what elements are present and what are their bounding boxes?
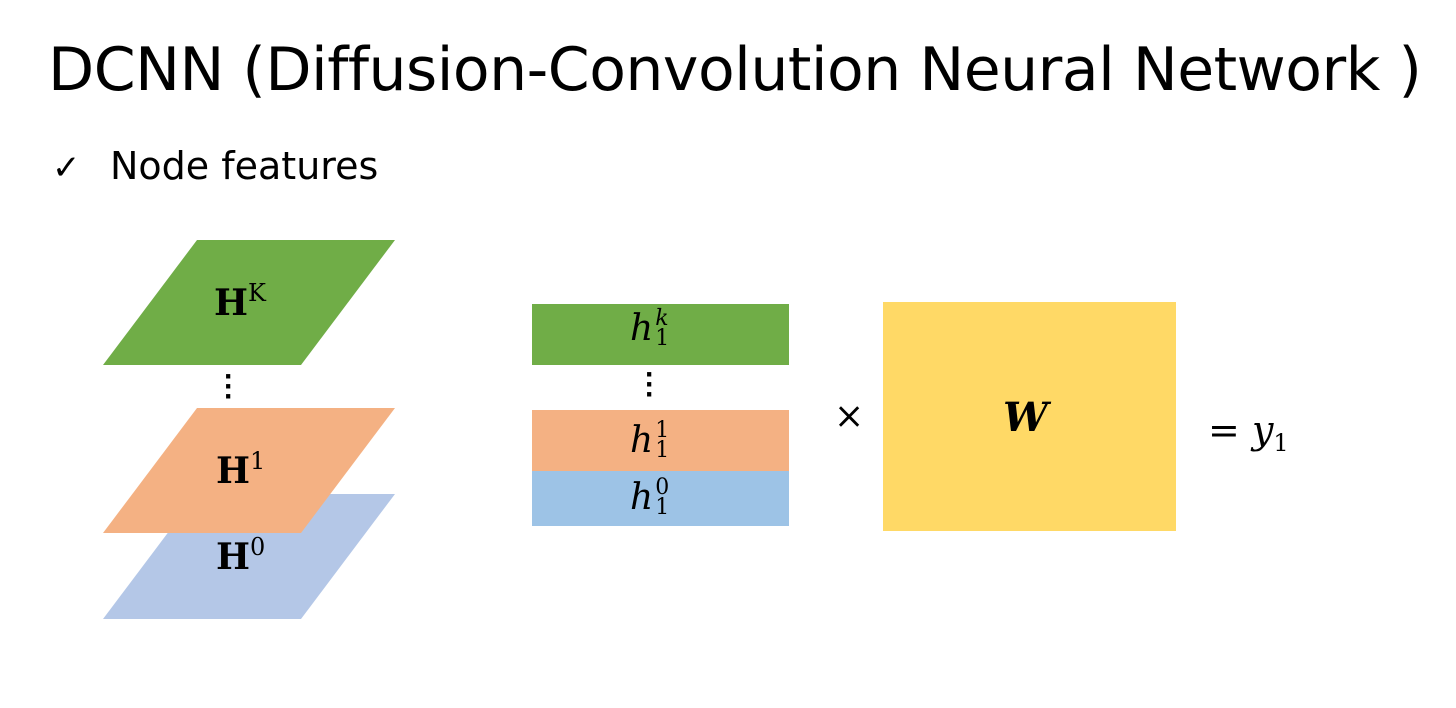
- times-operator: ×: [834, 396, 865, 437]
- result-expression: = y1: [1208, 408, 1289, 457]
- layer-h1-parallelogram: [103, 408, 395, 533]
- layer-hk-label: HK: [214, 279, 266, 324]
- weight-label: W: [1003, 394, 1048, 441]
- layer-h0-label: H0: [216, 533, 266, 578]
- row-h10: [532, 471, 789, 526]
- weight-matrix: [883, 302, 1176, 531]
- row-ellipsis: ···: [645, 358, 655, 411]
- check-icon: ✓: [52, 148, 81, 188]
- bullet-text: Node features: [110, 144, 379, 188]
- row-h1k: [532, 304, 789, 365]
- bullet-node-features: ✓ Node features: [52, 140, 378, 194]
- layer-ellipsis: ···: [224, 360, 234, 413]
- layer-h1-label: H1: [216, 447, 266, 492]
- row-h11: [532, 410, 789, 471]
- slide-title: DCNN (Diffusion-Convolution Neural Netwo…: [48, 35, 1422, 105]
- layer-hk-parallelogram: [103, 240, 395, 365]
